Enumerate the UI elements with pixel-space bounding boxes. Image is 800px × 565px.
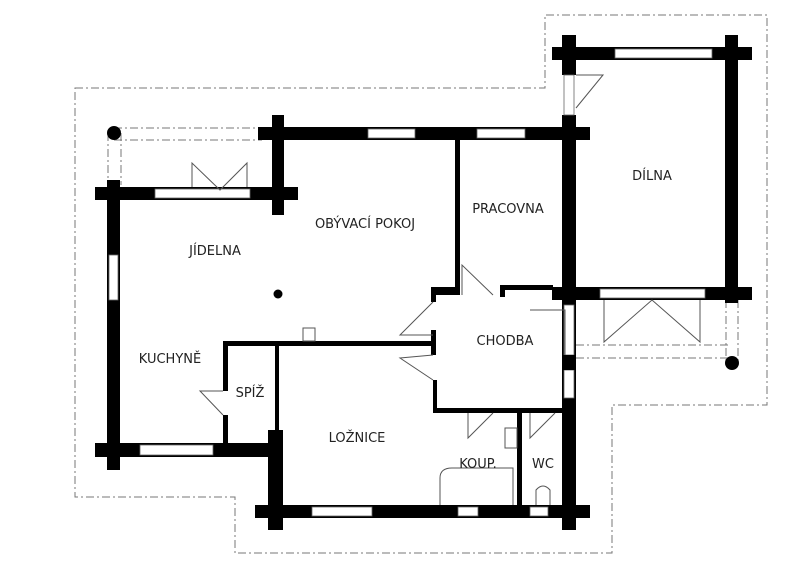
exterior-walls bbox=[95, 35, 752, 530]
room-label-dilna: DÍLNA bbox=[632, 168, 672, 184]
terrace-outline-left bbox=[107, 127, 262, 185]
room-label-loznice: LOŽNICE bbox=[329, 430, 386, 446]
room-label-obyvaci-pokoj: OBÝVACÍ POKOJ bbox=[315, 216, 415, 232]
interior-walls bbox=[223, 140, 565, 506]
room-label-wc: WC bbox=[532, 457, 554, 472]
room-label-spiz: SPÍŽ bbox=[236, 385, 265, 401]
roof-outline bbox=[74, 14, 768, 554]
fireplace-column bbox=[273, 289, 283, 299]
room-label-koupelna: KOUP. bbox=[459, 457, 497, 472]
room-label-jidelna: JÍDELNA bbox=[188, 243, 241, 259]
windows bbox=[108, 48, 713, 517]
room-label-chodba: CHODBA bbox=[477, 334, 534, 349]
room-label-kuchyne: KUCHYNĚ bbox=[139, 351, 201, 367]
room-label-pracovna: PRACOVNA bbox=[472, 202, 544, 217]
doors bbox=[191, 74, 701, 505]
terrace-outline-right bbox=[576, 300, 739, 360]
